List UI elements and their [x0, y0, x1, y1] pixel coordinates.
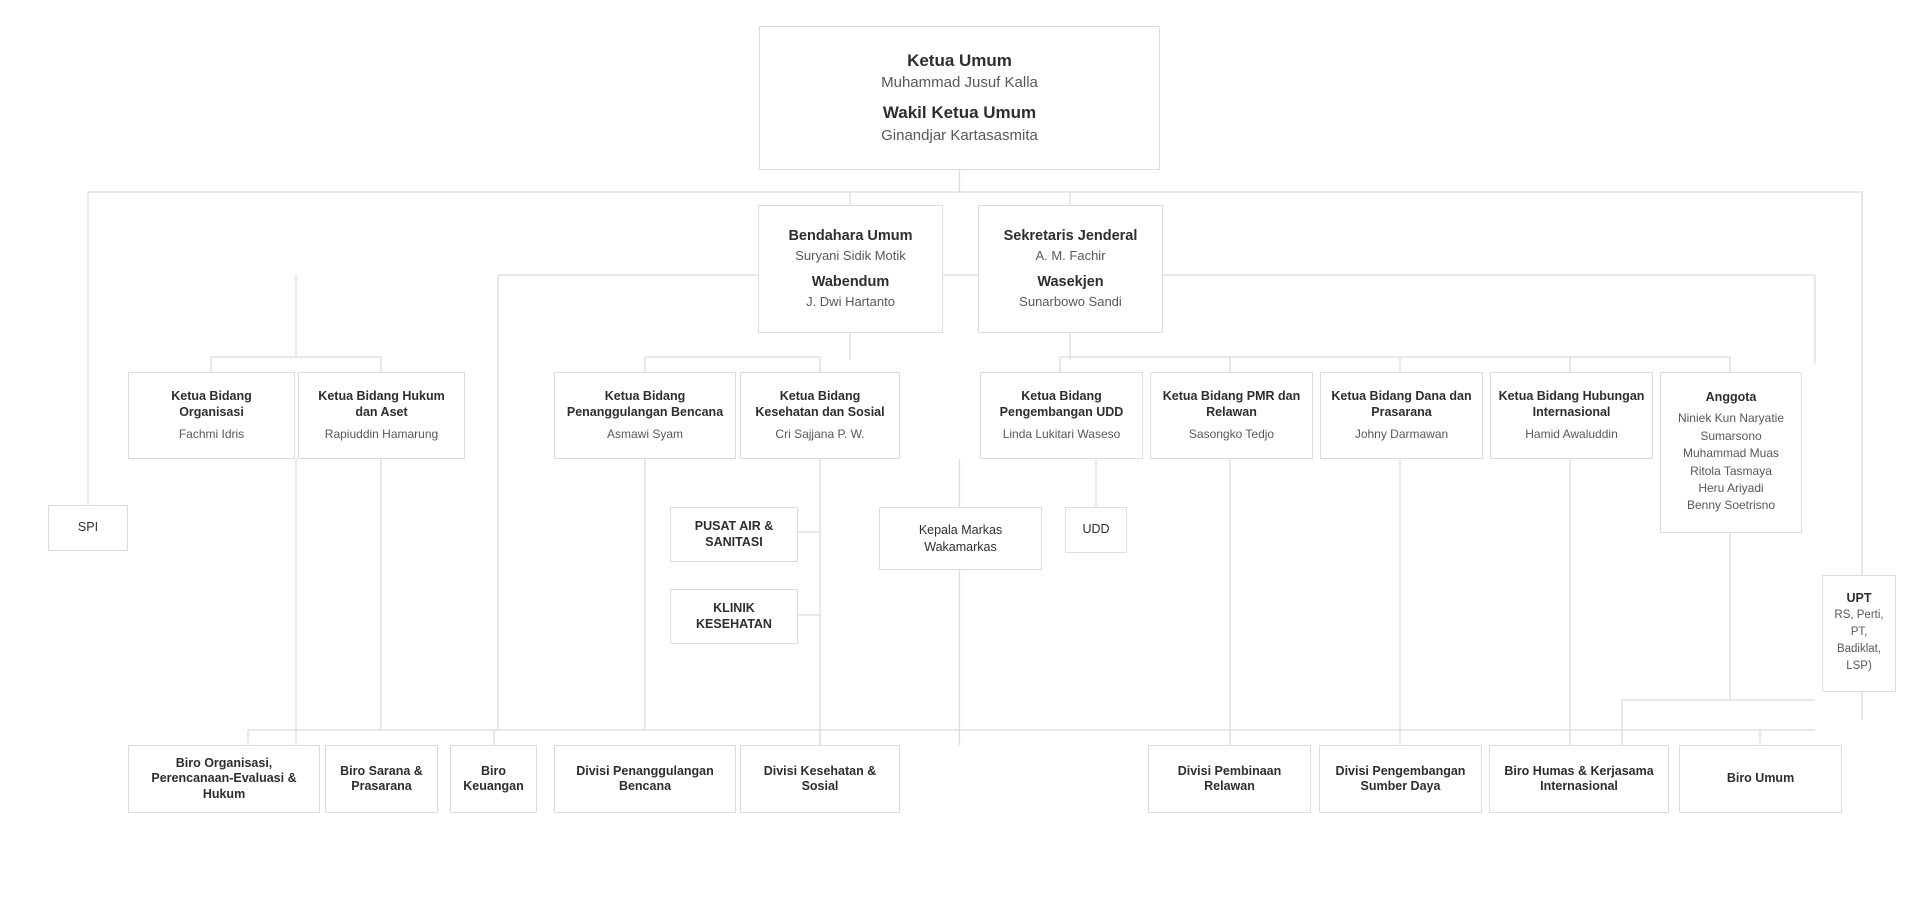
node-pusat-air-sanitasi[interactable]: PUSAT AIR & SANITASI: [670, 507, 798, 562]
node-bidang-dana-prasarana[interactable]: Ketua Bidang Dana dan Prasarana Johny Da…: [1320, 372, 1483, 459]
ketua-umum-name: Muhammad Jusuf Kalla: [881, 74, 1038, 92]
bidang-udd-name: Linda Lukitari Waseso: [1002, 426, 1121, 441]
bidang-hubint-name: Hamid Awaluddin: [1525, 426, 1618, 441]
node-biro-humas-kerjasama[interactable]: Biro Humas & Kerjasama Internasional: [1489, 745, 1669, 813]
node-biro-sarana-prasarana[interactable]: Biro Sarana & Prasarana: [325, 745, 438, 813]
node-divisi-pembinaan-relawan[interactable]: Divisi Pembinaan Relawan: [1148, 745, 1311, 813]
divisi-kesehatan-title: Divisi Kesehatan & Sosial: [763, 763, 877, 793]
node-kepala-markas[interactable]: Kepala Markas Wakamarkas: [879, 507, 1042, 570]
kepala-markas-label: Kepala Markas: [918, 523, 1003, 538]
sekjen-name: A. M. Fachir: [1035, 247, 1106, 263]
node-upt[interactable]: UPT RS, Perti, PT, Badiklat, LSP): [1822, 575, 1896, 692]
wakil-ketua-umum-title: Wakil Ketua Umum: [882, 103, 1037, 122]
upt-detail: RS, Perti, PT, Badiklat, LSP): [1834, 608, 1884, 673]
pusat-air-title: PUSAT AIR & SANITASI: [694, 519, 774, 549]
bidang-bencana-name: Asmawi Syam: [606, 426, 683, 441]
node-divisi-kesehatan-sosial[interactable]: Divisi Kesehatan & Sosial: [740, 745, 900, 813]
bidang-organisasi-name: Fachmi Idris: [178, 426, 245, 441]
node-biro-keuangan[interactable]: Biro Keuangan: [450, 745, 537, 813]
bendahara-title: Bendahara Umum: [788, 228, 913, 245]
anggota-member: Ritola Tasmaya: [1690, 463, 1772, 478]
node-bidang-hukum-aset[interactable]: Ketua Bidang Hukum dan Aset Rapiuddin Ha…: [298, 372, 465, 459]
ketua-umum-title: Ketua Umum: [907, 50, 1012, 70]
node-bidang-organisasi[interactable]: Ketua Bidang Organisasi Fachmi Idris: [128, 372, 295, 459]
bidang-hukum-name: Rapiuddin Hamarung: [324, 426, 439, 441]
node-bidang-pengembangan-udd[interactable]: Ketua Bidang Pengembangan UDD Linda Luki…: [980, 372, 1143, 459]
wabendum-title: Wabendum: [811, 274, 890, 290]
node-spi[interactable]: SPI: [48, 505, 128, 551]
node-sekretaris-jenderal[interactable]: Sekretaris Jenderal A. M. Fachir Wasekje…: [978, 205, 1163, 333]
biro-umum-title: Biro Umum: [1726, 771, 1795, 786]
bidang-pmr-name: Sasongko Tedjo: [1188, 426, 1275, 441]
wasekjen-name: Sunarbowo Sandi: [1019, 293, 1122, 309]
divisi-bencana-title: Divisi Penanggulangan Bencana: [576, 763, 714, 793]
node-bidang-hubungan-internasional[interactable]: Ketua Bidang Hubungan Internasional Hami…: [1490, 372, 1653, 459]
wakamarkas-label: Wakamarkas: [924, 539, 997, 554]
divisi-sdm-title: Divisi Pengembangan Sumber Daya: [1335, 763, 1466, 793]
node-bendahara-umum[interactable]: Bendahara Umum Suryani Sidik Motik Waben…: [758, 205, 943, 333]
udd-title: UDD: [1082, 522, 1110, 537]
anggota-member: Niniek Kun Naryatie: [1677, 411, 1785, 426]
bidang-kesehatan-name: Cri Sajjana P. W.: [775, 426, 865, 441]
bidang-kesehatan-title: Ketua Bidang Kesehatan dan Sosial: [755, 389, 885, 419]
biro-organisasi-title: Biro Organisasi, Perencanaan-Evaluasi & …: [151, 756, 297, 801]
biro-sarana-title: Biro Sarana & Prasarana: [340, 763, 423, 793]
node-bidang-pmr-relawan[interactable]: Ketua Bidang PMR dan Relawan Sasongko Te…: [1150, 372, 1313, 459]
anggota-title: Anggota: [1705, 390, 1757, 405]
wakil-ketua-umum-name: Ginandjar Kartasasmita: [881, 126, 1038, 144]
wabendum-name: J. Dwi Hartanto: [806, 293, 895, 309]
bidang-pmr-title: Ketua Bidang PMR dan Relawan: [1162, 389, 1301, 419]
node-udd[interactable]: UDD: [1065, 507, 1127, 553]
biro-keuangan-title: Biro Keuangan: [463, 763, 524, 793]
anggota-member-list: Niniek Kun Naryatie Sumarsono Muhammad M…: [1678, 410, 1784, 514]
anggota-member: Heru Ariyadi: [1698, 481, 1764, 496]
wasekjen-title: Wasekjen: [1037, 274, 1104, 290]
klinik-title: KLINIK KESEHATAN: [696, 601, 772, 631]
node-bidang-kesehatan-sosial[interactable]: Ketua Bidang Kesehatan dan Sosial Cri Sa…: [740, 372, 900, 459]
biro-humas-title: Biro Humas & Kerjasama Internasional: [1504, 763, 1654, 793]
bidang-dana-title: Ketua Bidang Dana dan Prasarana: [1331, 389, 1472, 419]
node-bidang-penanggulangan-bencana[interactable]: Ketua Bidang Penanggulangan Bencana Asma…: [554, 372, 736, 459]
anggota-member: Sumarsono: [1700, 428, 1762, 443]
node-biro-umum[interactable]: Biro Umum: [1679, 745, 1842, 813]
bidang-organisasi-title: Ketua Bidang Organisasi: [171, 389, 252, 419]
node-divisi-penanggulangan-bencana[interactable]: Divisi Penanggulangan Bencana: [554, 745, 736, 813]
bendahara-name: Suryani Sidik Motik: [795, 247, 906, 263]
node-ketua-umum[interactable]: Ketua Umum Muhammad Jusuf Kalla Wakil Ke…: [759, 26, 1160, 170]
bidang-bencana-title: Ketua Bidang Penanggulangan Bencana: [566, 389, 724, 419]
node-klinik-kesehatan[interactable]: KLINIK KESEHATAN: [670, 589, 798, 644]
node-divisi-pengembangan-sumber-daya[interactable]: Divisi Pengembangan Sumber Daya: [1319, 745, 1482, 813]
node-biro-organisasi[interactable]: Biro Organisasi, Perencanaan-Evaluasi & …: [128, 745, 320, 813]
bidang-dana-name: Johny Darmawan: [1354, 426, 1449, 441]
anggota-member: Benny Soetrisno: [1686, 498, 1776, 513]
bidang-udd-title: Ketua Bidang Pengembangan UDD: [999, 389, 1124, 419]
node-anggota[interactable]: Anggota Niniek Kun Naryatie Sumarsono Mu…: [1660, 372, 1802, 533]
anggota-member: Muhammad Muas: [1682, 446, 1780, 461]
upt-title: UPT: [1846, 591, 1872, 606]
divisi-relawan-title: Divisi Pembinaan Relawan: [1177, 763, 1282, 793]
bidang-hubint-title: Ketua Bidang Hubungan Internasional: [1498, 389, 1645, 419]
spi-title: SPI: [77, 520, 99, 535]
sekjen-title: Sekretaris Jenderal: [1003, 228, 1138, 245]
bidang-hukum-title: Ketua Bidang Hukum dan Aset: [318, 389, 445, 419]
